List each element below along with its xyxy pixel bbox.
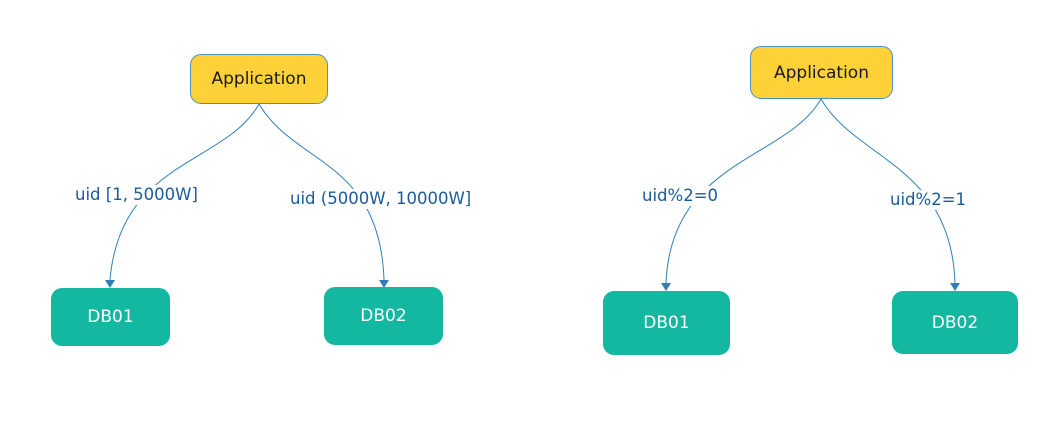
connector-layer (105, 103, 389, 288)
db01-node: DB01 (603, 291, 730, 355)
db02-node: DB02 (324, 287, 443, 345)
edge-label-db01: uid%2=0 (642, 186, 719, 206)
arrowhead-db01 (105, 280, 115, 288)
arrowhead-db01 (661, 283, 671, 291)
edge-to-db01 (109, 103, 260, 281)
arrowhead-db02 (950, 283, 960, 291)
edge-to-db02 (258, 103, 385, 281)
range-sharding-diagram: Application uid [1, 5000W] uid (5000W, 1… (0, 0, 531, 425)
edge-label-db02: uid%2=1 (890, 190, 967, 210)
db01-node: DB01 (51, 288, 170, 346)
edge-label-db01: uid [1, 5000W] (75, 185, 198, 205)
application-node: Application (750, 46, 893, 99)
arrowhead-db02 (379, 280, 389, 288)
modulo-sharding-diagram: Application uid%2=0 uid%2=1 DB01 DB02 (531, 0, 1063, 425)
connector-layer (661, 98, 960, 291)
edge-to-db02 (820, 98, 956, 284)
edge-to-db01 (665, 98, 822, 284)
edge-label-db02: uid (5000W, 10000W] (290, 189, 472, 209)
application-node: Application (190, 54, 328, 104)
db02-node: DB02 (892, 291, 1018, 354)
